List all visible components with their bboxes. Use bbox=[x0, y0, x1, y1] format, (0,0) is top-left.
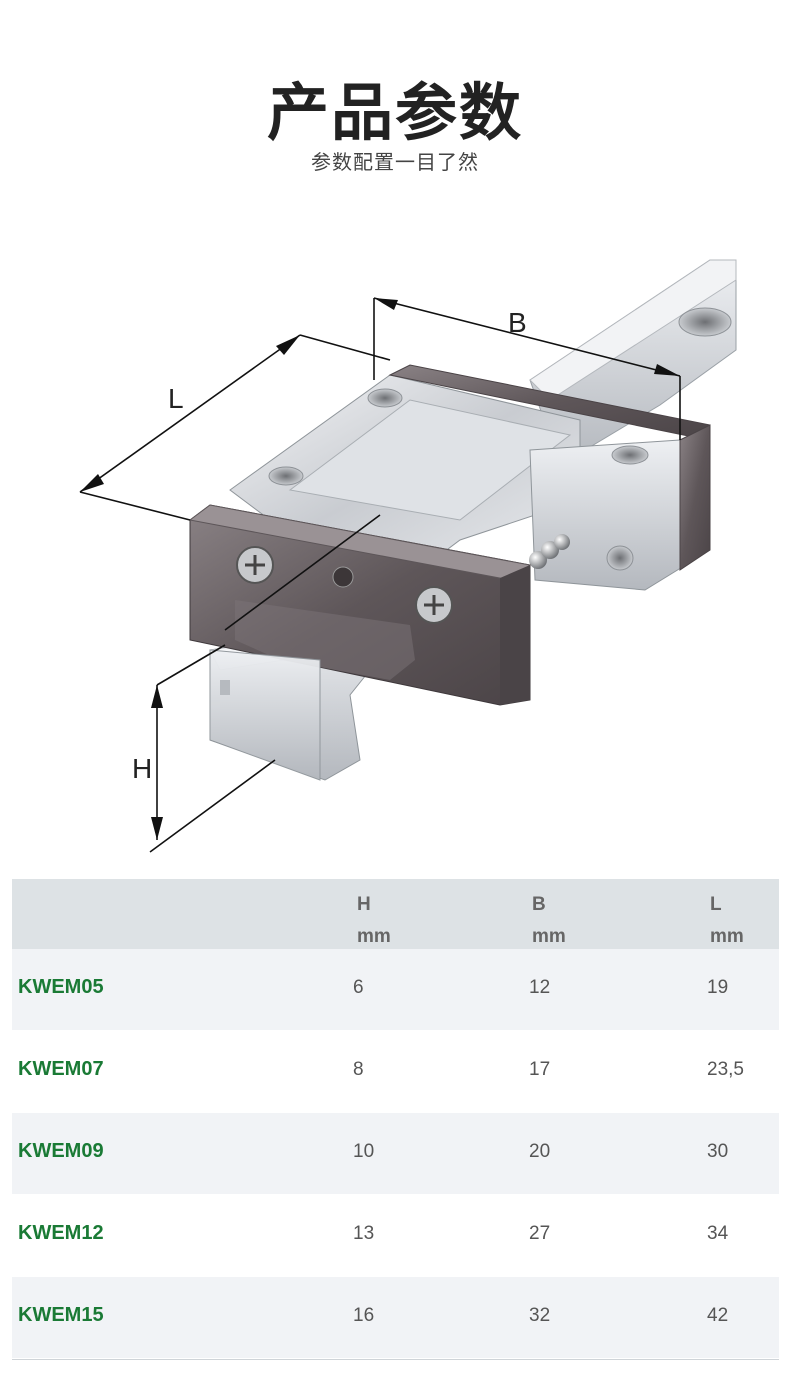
dimension-label-h: H bbox=[132, 753, 152, 784]
dimension-label-b: B bbox=[508, 307, 527, 338]
value-h: 10 bbox=[353, 1141, 375, 1162]
page-subtitle: 参数配置一目了然 bbox=[311, 150, 479, 174]
value-b: 17 bbox=[529, 1059, 551, 1080]
value-h: 13 bbox=[353, 1223, 375, 1244]
value-h: 8 bbox=[353, 1059, 364, 1080]
value-l: 42 bbox=[707, 1305, 729, 1326]
table-row: KWEM05 6 12 19 bbox=[12, 949, 779, 1031]
product-illustration: L B H bbox=[60, 240, 760, 870]
table-row: KWEM15 16 32 42 bbox=[12, 1277, 779, 1359]
column-unit: mm bbox=[532, 926, 566, 947]
column-unit: mm bbox=[357, 926, 391, 947]
table-row: KWEM09 10 20 30 bbox=[12, 1113, 779, 1195]
value-h: 16 bbox=[353, 1305, 375, 1326]
model-name: KWEM12 bbox=[18, 1222, 104, 1244]
table-row: KWEM12 13 27 34 bbox=[12, 1195, 779, 1277]
column-name: B bbox=[532, 894, 546, 915]
value-l: 19 bbox=[707, 977, 729, 998]
value-l: 34 bbox=[707, 1223, 729, 1244]
column-header-h: H mm bbox=[357, 889, 391, 953]
model-name: KWEM15 bbox=[18, 1304, 104, 1326]
value-b: 32 bbox=[529, 1305, 551, 1326]
value-b: 20 bbox=[529, 1141, 551, 1162]
page-title: 产品参数 bbox=[266, 76, 523, 149]
column-header-b: B mm bbox=[532, 889, 566, 953]
linear-guide-drawing: L B H bbox=[79, 259, 737, 853]
table-header: H mm B mm L mm bbox=[12, 879, 779, 949]
model-name: KWEM09 bbox=[18, 1140, 104, 1162]
model-name: KWEM07 bbox=[18, 1058, 104, 1080]
model-name: KWEM05 bbox=[18, 976, 104, 998]
dimension-label-l: L bbox=[168, 383, 184, 414]
value-l: 23,5 bbox=[707, 1059, 744, 1080]
table-bottom-border bbox=[12, 1359, 779, 1360]
column-name: H bbox=[357, 894, 371, 915]
parameter-table: H mm B mm L mm KWEM05 6 12 19 KWEM07 8 1… bbox=[12, 879, 779, 1360]
value-l: 30 bbox=[707, 1141, 729, 1162]
value-b: 12 bbox=[529, 977, 551, 998]
value-b: 27 bbox=[529, 1223, 551, 1244]
table-row: KWEM07 8 17 23,5 bbox=[12, 1031, 779, 1113]
column-header-l: L mm bbox=[710, 889, 744, 953]
value-h: 6 bbox=[353, 977, 364, 998]
column-unit: mm bbox=[710, 926, 744, 947]
column-name: L bbox=[710, 894, 722, 915]
